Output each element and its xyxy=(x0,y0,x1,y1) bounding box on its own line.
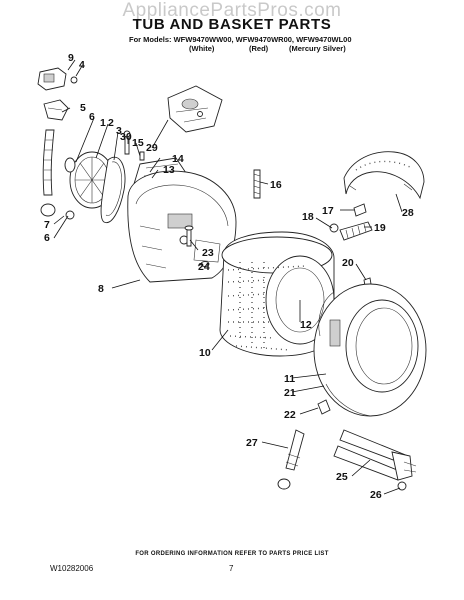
callout-1: 1 xyxy=(100,117,106,129)
ordering-note: FOR ORDERING INFORMATION REFER TO PARTS … xyxy=(135,551,329,557)
callout-8: 8 xyxy=(98,283,104,295)
callout-20: 20 xyxy=(342,257,354,269)
callout-6a: 6 xyxy=(89,111,95,123)
color-white: (White) xyxy=(189,44,215,53)
callout-28: 28 xyxy=(402,207,414,219)
callout-14: 14 xyxy=(172,153,184,165)
callout-16: 16 xyxy=(270,179,282,191)
callout-10: 10 xyxy=(199,347,211,359)
callout-21: 21 xyxy=(284,387,296,399)
models-line: For Models: WFW9470WW00, WFW9470WR00, WF… xyxy=(129,35,352,44)
part-rear-tub xyxy=(127,170,237,283)
page-number: 7 xyxy=(229,564,234,573)
callout-9: 9 xyxy=(68,52,74,64)
callout-19: 19 xyxy=(374,222,386,234)
callout-25: 25 xyxy=(336,471,348,483)
callout-23: 23 xyxy=(202,247,214,259)
watermark: AppliancePartsPros.com xyxy=(122,0,342,21)
part-heater-25 xyxy=(333,429,417,481)
callout-4: 4 xyxy=(79,59,85,71)
callout-3: 3 xyxy=(116,125,122,137)
document-number: W10282006 xyxy=(50,564,94,573)
page-title: TUB AND BASKET PARTS xyxy=(132,16,332,33)
part-screws xyxy=(123,130,145,161)
callout-6: 6 xyxy=(44,232,50,244)
part-probe-27 xyxy=(277,429,305,490)
part-bolt-23 xyxy=(184,225,210,267)
part-clamp-5 xyxy=(43,99,69,121)
part-fittings xyxy=(329,203,373,241)
part-spring-16 xyxy=(253,169,261,199)
callout-5: 5 xyxy=(80,102,86,114)
callout-27: 27 xyxy=(246,437,258,449)
color-mercury-silver: (Mercury Silver) xyxy=(289,44,346,53)
callout-18: 18 xyxy=(302,211,314,223)
part-front-tub xyxy=(313,283,427,417)
callout-15: 15 xyxy=(132,137,144,149)
callout-2: 2 xyxy=(108,117,114,129)
part-nut-26 xyxy=(397,481,407,491)
part-top-bracket xyxy=(167,85,223,133)
part-belt xyxy=(100,156,126,224)
callout-22: 22 xyxy=(284,409,296,421)
color-red: (Red) xyxy=(249,44,269,53)
callout-17: 17 xyxy=(322,205,334,217)
callout-24: 24 xyxy=(198,261,210,273)
callout-7: 7 xyxy=(44,219,50,231)
callout-11: 11 xyxy=(284,373,295,385)
callout-29: 29 xyxy=(146,142,158,154)
leader-lines xyxy=(53,59,403,495)
part-bracket-9 xyxy=(37,67,78,91)
callout-labels: 9 4 5 6 1 2 3 30 15 29 14 13 16 7 6 8 23… xyxy=(44,52,414,501)
callout-30: 30 xyxy=(120,131,132,143)
callout-26: 26 xyxy=(370,489,382,501)
part-clip-22 xyxy=(317,399,331,415)
callout-12: 12 xyxy=(300,319,312,331)
callout-13: 13 xyxy=(163,164,175,176)
part-hose-7 xyxy=(40,129,75,220)
part-cover-28 xyxy=(343,151,425,200)
